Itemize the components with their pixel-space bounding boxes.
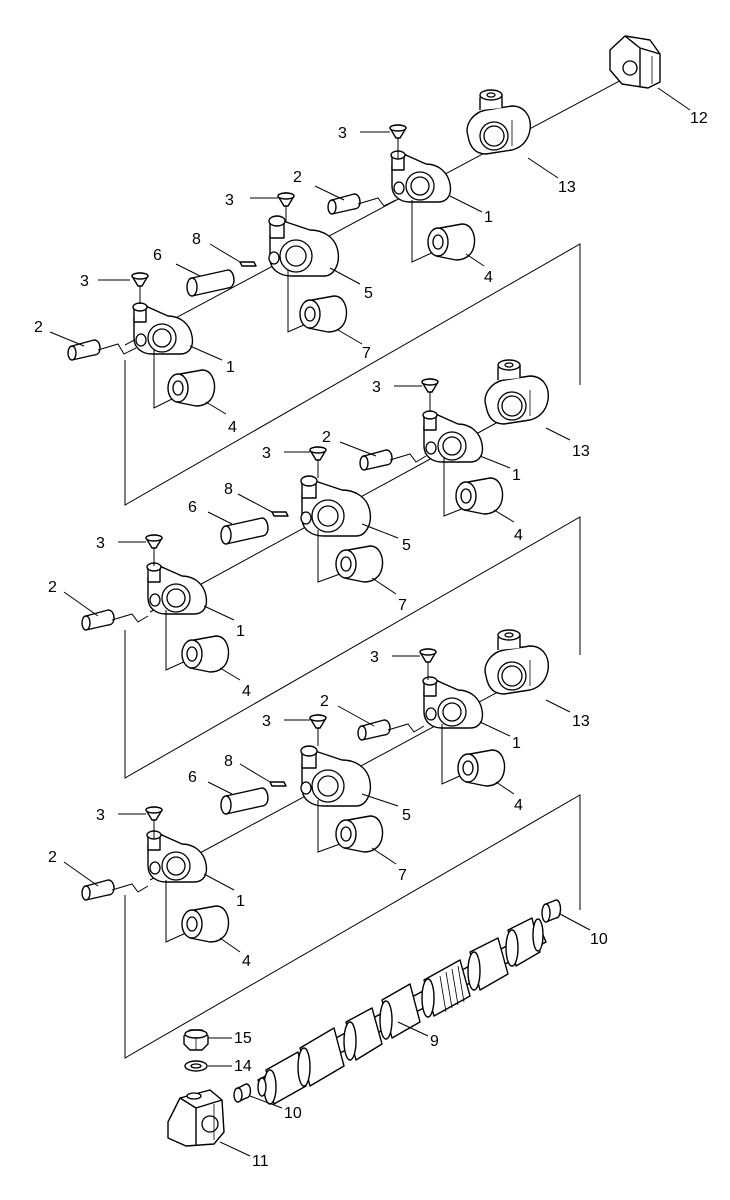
callout-3-b: 3: [225, 192, 234, 209]
screw-part-2-e: [357, 719, 391, 741]
callout-4-c: 4: [514, 527, 523, 544]
bushing-part-4-e: [457, 749, 506, 787]
bushing-part-7-a: [299, 295, 348, 333]
callout-1-c: 1: [512, 467, 521, 484]
callout-8-b: 8: [224, 481, 233, 498]
callout-10-left: 10: [284, 1105, 302, 1122]
callout-14: 14: [234, 1058, 252, 1075]
bushing-part-4-f: [181, 905, 230, 943]
callout-15: 15: [234, 1030, 252, 1047]
rocker-arm-part-1-middle-left: [146, 562, 208, 615]
callout-4-a: 4: [484, 269, 493, 286]
callout-6-a: 6: [153, 247, 162, 264]
block-part-11: [167, 1089, 225, 1147]
cap-part-3-e: [309, 446, 327, 461]
cap-part-3-h: [309, 714, 327, 729]
callout-13-middle: 13: [572, 443, 590, 460]
callout-3-d: 3: [372, 379, 381, 396]
callout-8-c: 8: [224, 753, 233, 770]
callout-11: 11: [252, 1153, 269, 1170]
callout-7-c: 7: [398, 867, 407, 884]
screw-part-2-c: [359, 449, 393, 471]
callout-7-a: 7: [362, 345, 371, 362]
callout-3-h: 3: [262, 713, 271, 730]
callout-9: 9: [430, 1033, 439, 1050]
bushing-part-7-b: [335, 545, 384, 583]
bushing-part-4-b: [167, 369, 216, 407]
block-part-12: [609, 35, 661, 89]
rocker-arm-part-1-top-left: [132, 302, 194, 355]
nut-part-15: [183, 1029, 209, 1051]
callout-4-d: 4: [242, 683, 251, 700]
callout-3-f: 3: [96, 535, 105, 552]
callout-8-a: 8: [192, 231, 201, 248]
callout-2-e: 2: [320, 693, 329, 710]
cap-part-3-d: [421, 378, 439, 393]
callout-13-top: 13: [558, 179, 576, 196]
callout-2-f: 2: [48, 849, 57, 866]
callout-5-b: 5: [402, 537, 411, 554]
screw-part-2-b: [67, 339, 101, 361]
callout-3-i: 3: [96, 807, 105, 824]
callout-1-b: 1: [226, 359, 235, 376]
callout-1-a: 1: [484, 209, 493, 226]
callout-10-right: 10: [590, 931, 608, 948]
callout-2-d: 2: [48, 579, 57, 596]
cap-part-3-f: [145, 534, 163, 549]
callout-2-b: 2: [34, 319, 43, 336]
bushing-part-4-d: [181, 635, 230, 673]
callout-5-a: 5: [364, 285, 373, 302]
callout-2-a: 2: [293, 169, 302, 186]
callout-1-e: 1: [512, 735, 521, 752]
screw-part-2-f: [81, 879, 115, 901]
rocker-arm-part-5-middle: [300, 475, 372, 537]
rocker-arm-part-5-top: [268, 215, 340, 277]
shaft-part-9: [257, 917, 547, 1105]
callout-7-b: 7: [398, 597, 407, 614]
screw-part-2-d: [81, 609, 115, 631]
callout-3-c: 3: [80, 273, 89, 290]
callout-2-c: 2: [322, 429, 331, 446]
cap-part-3-a: [389, 124, 407, 139]
callout-3-a: 3: [338, 125, 347, 142]
bushing-part-4-c: [455, 477, 504, 515]
callout-4-f: 4: [242, 953, 251, 970]
cap-part-3-c: [131, 272, 149, 287]
callout-13-lower: 13: [572, 713, 590, 730]
cap-part-3-g: [419, 648, 437, 663]
callout-1-d: 1: [236, 623, 245, 640]
callout-6-b: 6: [188, 499, 197, 516]
bracket-part-13-lower: [484, 629, 550, 695]
callout-5-c: 5: [402, 807, 411, 824]
cap-part-3-b: [277, 192, 295, 207]
callout-4-e: 4: [514, 797, 523, 814]
rocker-arm-part-1-lower-right: [422, 676, 484, 729]
washer-part-14: [184, 1060, 208, 1072]
bushing-part-7-c: [335, 815, 384, 853]
cap-part-3-i: [145, 806, 163, 821]
rocker-arm-part-1-lower-left: [146, 830, 208, 883]
callout-3-e: 3: [262, 445, 271, 462]
rocker-arm-part-5-lower: [300, 745, 372, 807]
bracket-part-13-top: [466, 89, 532, 155]
rocker-arm-part-1-middle-right: [422, 410, 484, 463]
callout-3-g: 3: [370, 649, 379, 666]
callout-6-c: 6: [188, 769, 197, 786]
bracket-part-13-middle: [484, 359, 550, 425]
screw-part-2-a: [327, 193, 361, 215]
pin-part-6-a: [186, 269, 235, 297]
callout-1-f: 1: [236, 893, 245, 910]
rocker-arm-part-1-top-right: [390, 150, 452, 203]
callout-12: 12: [690, 110, 708, 127]
plug-part-10-left: [233, 1083, 252, 1103]
callout-4-b: 4: [228, 419, 237, 436]
plug-part-10-right: [541, 899, 562, 923]
